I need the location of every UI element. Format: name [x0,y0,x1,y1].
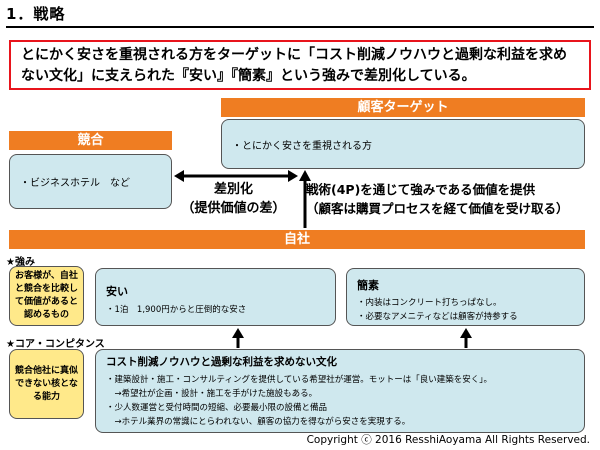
strengths-description: お客様が、自社と競合を比較して価値があると認めるもの [9,266,84,326]
core-item: →ホテル業界の常識にとらわれない、顧客の協力を得ながら安さを実現する。 [106,417,411,427]
target-item: ・とにかく安さを重視される方 [232,140,372,152]
strength-simple-title: 簡素 [357,279,379,292]
core-item: ・少人数運営と受付時間の短縮、必要最小限の設備と備品 [106,403,328,413]
arrow-head-up-icon [299,170,311,181]
target-header: 顧客ターゲット [221,98,585,117]
strategy-summary: とにかく安さを重視される方をターゲットに「コスト削減ノウハウと過剰な利益を求めな… [9,40,591,90]
arrow-head-left-icon [174,170,184,182]
competitor-box: ・ビジネスホテル など [9,154,172,209]
strengths-label: ★強み [6,257,35,268]
arrow-head-up-icon [460,328,472,338]
strength-cheap-item: ・1泊 1,900円からと圧倒的な安さ [106,305,247,315]
arrow-head-right-icon [288,170,298,182]
strength-simple-item: ・内装はコンクリート打ちっぱなし。 [357,298,502,308]
differentiation-title: 差別化 [213,182,253,197]
target-box: ・とにかく安さを重視される方 [221,119,585,169]
differentiation-label: 差別化 （提供価値の差） [176,180,291,218]
page-title: 1．戦略 [6,5,66,23]
strength-cheap-box: 安い ・1泊 1,900円からと圧倒的な安さ [95,268,336,326]
company-header: 自社 [9,230,585,249]
tactics-line1: 戦術(4P)を通じて強みである価値を提供 [306,182,536,197]
tactics-line2: （顧客は購買プロセスを経て価値を受け取る） [306,201,569,216]
core-description: 競合他社に真似できない核となる能力 [9,349,84,419]
core-item: ・建築設計・施工・コンサルティングを提供している希望社が運営。モットーは「良い建… [106,375,492,385]
core-item: →希望社が企画・設計・施工を手がけた施設もある。 [106,389,318,399]
strength-simple-box: 簡素 ・内装はコンクリート打ちっぱなし。 ・必要なアメニティなどは顧客が持参する [346,268,585,326]
title-divider [6,26,594,28]
core-label: ★コア・コンピタンス [6,339,105,350]
strength-cheap-title: 安い [106,285,128,298]
tactics-label: 戦術(4P)を通じて強みである価値を提供 （顧客は購買プロセスを経て価値を受け取… [306,180,598,218]
differentiation-subtitle: （提供価値の差） [181,201,286,216]
strength-simple-item: ・必要なアメニティなどは顧客が持参する [357,312,518,322]
competitor-item: ・ビジネスホテル など [20,178,130,189]
copyright: Copyright ⓒ 2016 ResshiAoyama All Rights… [306,434,590,446]
core-title: コスト削減ノウハウと過剰な利益を求めない文化 [106,356,337,368]
competitor-header: 競合 [9,131,172,150]
core-box: コスト削減ノウハウと過剰な利益を求めない文化 ・建築設計・施工・コンサルティング… [95,349,585,433]
arrow-head-up-icon [232,328,244,338]
